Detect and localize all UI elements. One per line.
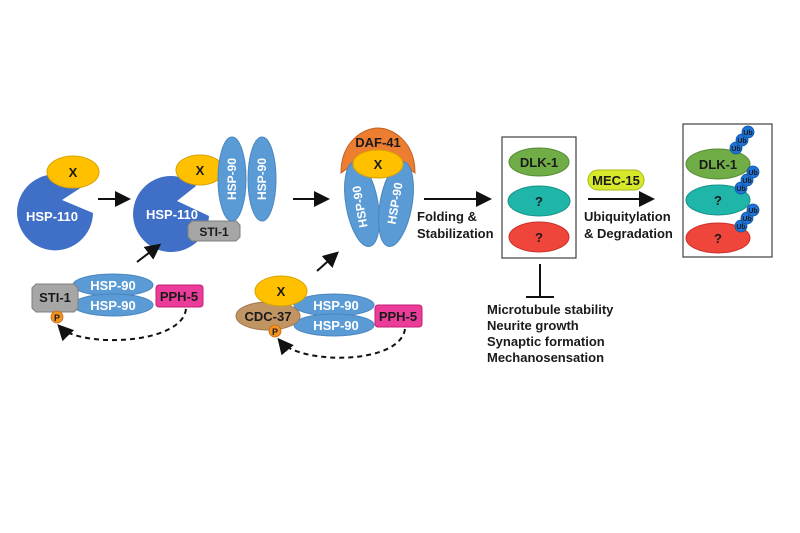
mec15-label: MEC-15 <box>592 173 640 188</box>
unknown-client-red-label: ? <box>535 230 543 245</box>
hsp90-upper-label: HSP-90 <box>90 278 136 293</box>
svg-text:Ub: Ub <box>736 186 745 193</box>
hsp110-pacman <box>17 174 93 251</box>
ubiquitin-chain-red: Ub Ub Ub <box>734 203 760 233</box>
pph5-label: PPH-5 <box>379 309 417 324</box>
dlk1-oval <box>685 148 751 180</box>
client-x <box>352 149 404 179</box>
mec15-pill <box>587 169 645 191</box>
stage2-complex: STI-1 X HSP-110 HSP-90 HSP-90 <box>133 136 277 252</box>
outcome-item: Neurite growth <box>487 318 579 333</box>
client-x <box>46 155 100 189</box>
outcome-item: Microtubule stability <box>487 302 614 317</box>
sti1-label: STI-1 <box>39 290 71 305</box>
svg-text:Ub: Ub <box>737 138 746 145</box>
dlk1-oval <box>508 147 570 177</box>
client-x-label: X <box>69 165 78 180</box>
degradation-label-line2: & Degradation <box>584 226 673 241</box>
outcome-item: Mechanosensation <box>487 350 604 365</box>
unknown-client-red <box>508 221 570 253</box>
pph5-box <box>374 304 423 328</box>
folding-label-line2: Stabilization <box>417 226 494 241</box>
phospho-label: P <box>272 327 278 337</box>
unknown-client-red-label: ? <box>714 231 722 246</box>
unknown-client-teal <box>685 184 751 216</box>
pph5-box <box>155 284 204 308</box>
client-x-label: X <box>277 284 286 299</box>
hsp90-monomer-2 <box>247 136 277 222</box>
unknown-client-teal <box>507 185 571 217</box>
hsp90-label-2: HSP-90 <box>255 158 269 200</box>
stage3-complex: DAF-41 HSP-90 HSP-90 X <box>340 127 416 247</box>
hsp90-lower-label: HSP-90 <box>90 298 136 313</box>
degradation-label-line1: Ubiquitylation <box>584 209 671 224</box>
svg-text:Ub: Ub <box>748 170 757 177</box>
sti1-box <box>31 283 79 313</box>
hsp90-lower <box>293 313 375 337</box>
dephospho-arrow <box>57 308 187 342</box>
outcomes-list: Microtubule stability Neurite growth Syn… <box>487 302 614 365</box>
unknown-client-teal-label: ? <box>535 194 543 209</box>
svg-text:Ub: Ub <box>743 130 752 137</box>
hsp110-label: HSP-110 <box>146 207 198 222</box>
svg-text:Ub: Ub <box>736 224 745 231</box>
client-x-label: X <box>374 157 383 172</box>
dlk1-label: DLK-1 <box>699 157 737 172</box>
ubiquitinated-clients-box: DLK-1 ? ? Ub Ub Ub Ub Ub Ub Ub Ub Ub <box>682 123 773 258</box>
outcome-item: Synaptic formation <box>487 334 605 349</box>
sti1-phospho-cycle: HSP-90 HSP-90 STI-1 P PPH-5 <box>31 273 204 342</box>
hsp110-label: HSP-110 <box>26 209 78 224</box>
folding-label-line1: Folding & <box>417 209 477 224</box>
phospho-dot <box>50 310 64 324</box>
dephospho-arrow <box>277 328 406 359</box>
pph5-label: PPH-5 <box>160 289 198 304</box>
daf41-label: DAF-41 <box>355 135 401 150</box>
unknown-client-teal-label: ? <box>714 193 722 208</box>
client-x <box>254 275 308 307</box>
ubiquitin-chain-dlk1: Ub Ub Ub <box>729 125 755 155</box>
cdc37-label: CDC-37 <box>245 309 292 324</box>
stage1-complex: X HSP-110 <box>17 155 100 251</box>
cdc37-phospho-cycle: HSP-90 HSP-90 CDC-37 X P PPH-5 <box>235 275 423 359</box>
phospho-dot <box>268 324 282 338</box>
phospho-label: P <box>54 313 60 323</box>
hsp90-monomer-2 <box>378 161 414 247</box>
svg-text:Ub: Ub <box>748 208 757 215</box>
svg-text:Ub: Ub <box>742 216 751 223</box>
hsp90-label-1: HSP-90 <box>225 158 239 200</box>
arrow-cdc37-cycle-to-stage3 <box>316 251 339 272</box>
svg-text:Ub: Ub <box>731 146 740 153</box>
ubiquitin-chain-teal: Ub Ub Ub <box>734 165 760 195</box>
hsp90-monomer-1 <box>217 136 247 222</box>
hsp90-upper-label: HSP-90 <box>313 298 359 313</box>
unknown-client-red <box>685 222 751 254</box>
client-x-label: X <box>196 163 205 178</box>
hsp90-lower-label: HSP-90 <box>313 318 359 333</box>
stabilized-clients-box: DLK-1 ? ? <box>501 136 577 259</box>
svg-text:Ub: Ub <box>742 178 751 185</box>
sti1-box <box>187 220 241 242</box>
arrow-sti1-cycle-to-stage2 <box>136 243 162 263</box>
sti1-label: STI-1 <box>199 225 229 239</box>
dlk1-label: DLK-1 <box>520 155 558 170</box>
